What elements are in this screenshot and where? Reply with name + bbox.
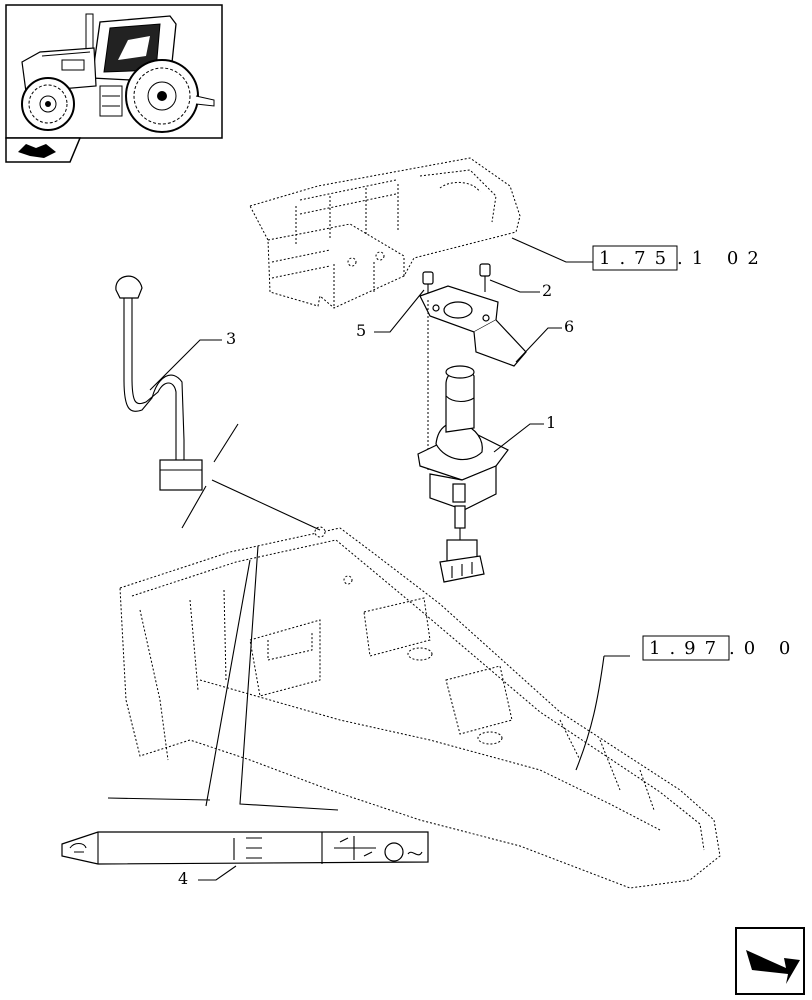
tractor-thumbnail-icon — [5, 4, 223, 139]
ref-1-97-0-0: 1.97 .0 0 — [642, 635, 799, 661]
bolt-part-5 — [422, 271, 434, 300]
decal-part-4 — [61, 831, 429, 865]
callout-3: 3 — [226, 329, 236, 348]
console-housing — [119, 526, 721, 889]
bracket-part-6 — [419, 285, 527, 367]
next-page-arrow-icon[interactable] — [735, 927, 805, 995]
leader-3 — [149, 339, 222, 391]
ref-1-75-boxed: 1.75 — [599, 248, 675, 269]
section-tab-icon — [5, 137, 82, 163]
ref-1-75-1-02: 1.75 .1 02 — [592, 245, 768, 271]
ref-leader-1-97-b — [575, 655, 605, 771]
location-lines — [107, 423, 339, 811]
callout-2: 2 — [542, 281, 552, 300]
leader-2 — [489, 279, 540, 293]
upper-console-frame — [249, 157, 521, 309]
ref-leader-1-75 — [511, 237, 594, 263]
leader-6 — [515, 327, 562, 363]
callout-6: 6 — [564, 317, 574, 336]
wiring-harness-part-3 — [115, 275, 203, 491]
bolt-part-2 — [479, 263, 491, 292]
ref-1-97-rest: .0 0 — [729, 638, 799, 659]
callout-1: 1 — [546, 413, 556, 432]
ref-1-75-rest: .1 02 — [677, 248, 768, 269]
joystick-part-1 — [417, 365, 509, 583]
ref-1-97-boxed: 1.97 — [649, 638, 725, 659]
leader-4 — [198, 865, 237, 881]
callout-5: 5 — [356, 321, 366, 340]
leader-5 — [374, 289, 425, 333]
leader-1 — [493, 423, 544, 453]
callout-4: 4 — [178, 869, 188, 888]
